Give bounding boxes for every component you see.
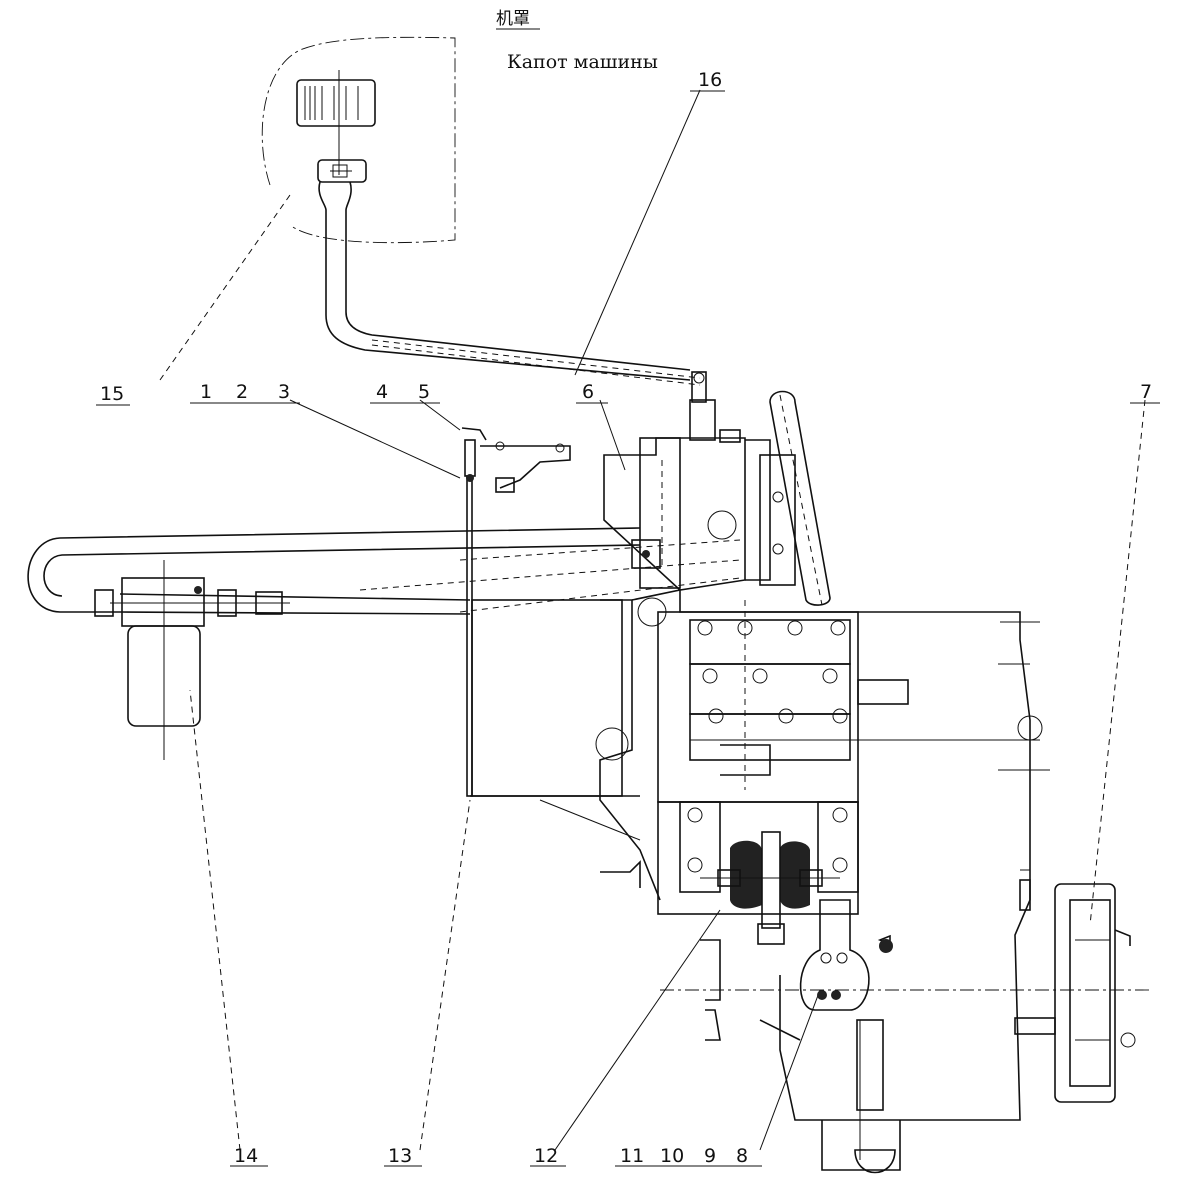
hood-label-ru: Капот машины (507, 51, 658, 73)
callout-14: 14 (234, 1145, 258, 1167)
callout-12: 12 (534, 1145, 558, 1167)
callout-4: 4 (376, 381, 388, 403)
breather-tube (371, 339, 707, 403)
callout-15: 15 (100, 383, 124, 405)
control-lever (769, 390, 831, 606)
callout-8: 8 (736, 1145, 748, 1167)
engine-block (595, 589, 1050, 1121)
callout-13: 13 (388, 1145, 412, 1167)
engine-mount (600, 801, 859, 945)
callout-5: 5 (418, 381, 430, 403)
fuel-line-assembly (27, 527, 741, 760)
callout-9: 9 (704, 1145, 716, 1167)
callout-2: 2 (236, 381, 248, 403)
callout-16: 16 (698, 69, 722, 91)
hood-outline: 机罩 Капот машины (261, 9, 658, 244)
hood-label-cn: 机罩 (496, 9, 530, 29)
callout-numbers: 16 15 1 2 3 4 5 6 7 14 13 12 11 10 9 8 (96, 69, 1160, 1167)
throttle-linkage (461, 427, 571, 493)
leader-lines (159, 89, 1146, 1151)
callout-3: 3 (278, 381, 290, 403)
callout-6: 6 (582, 381, 594, 403)
injection-pump-housing (603, 399, 796, 627)
callout-11: 11 (620, 1145, 644, 1167)
air-cleaner (296, 70, 691, 381)
callout-7: 7 (1140, 381, 1152, 403)
lower-left-fittings (700, 939, 801, 1041)
callout-1: 1 (200, 381, 212, 403)
callout-10: 10 (660, 1145, 684, 1167)
pulley (660, 883, 1150, 1103)
rod-plate (466, 475, 640, 797)
lower-bracket (799, 899, 901, 1174)
